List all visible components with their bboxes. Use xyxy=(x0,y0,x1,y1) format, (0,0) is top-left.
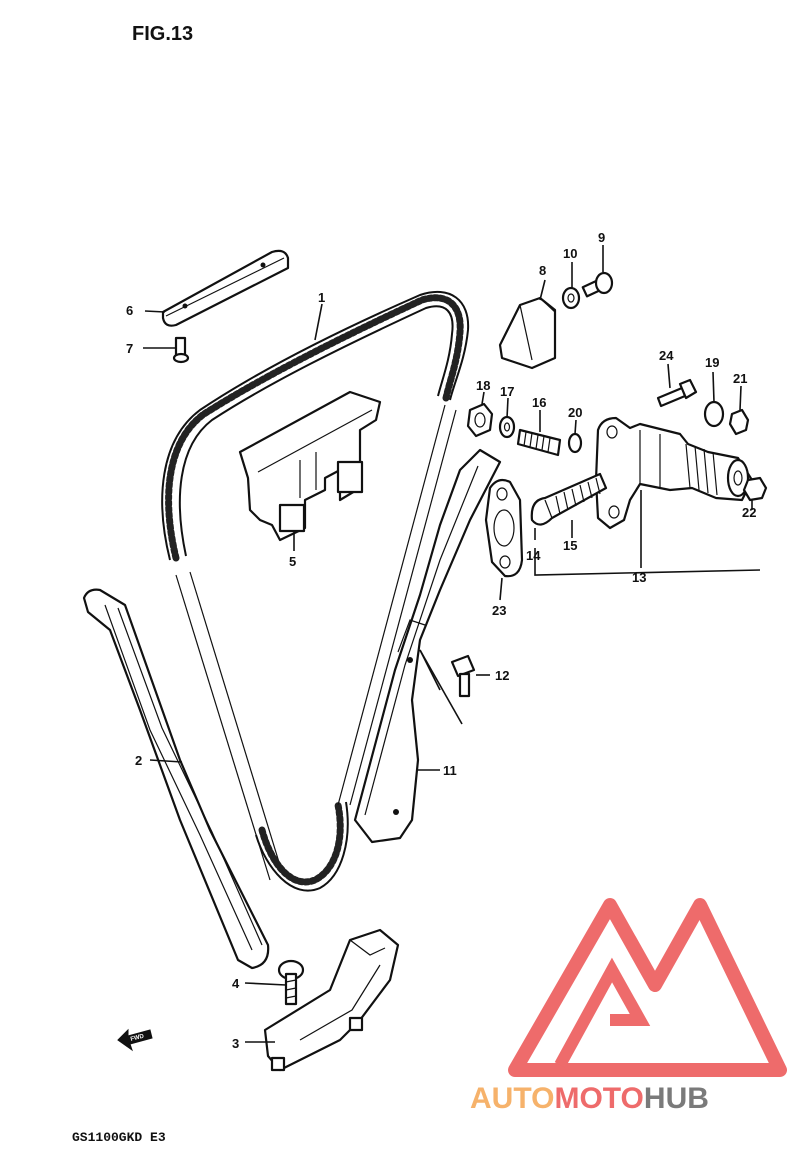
callout-10: 10 xyxy=(563,246,577,261)
callout-6: 6 xyxy=(126,303,133,318)
callout-7: 7 xyxy=(126,341,133,356)
part-3-lower-bracket xyxy=(263,928,400,1072)
callout-17: 17 xyxy=(500,384,514,399)
part-9-bolt xyxy=(581,271,614,298)
part-18-nut xyxy=(466,402,494,438)
part-6-upper-guide xyxy=(161,249,290,327)
callout-8: 8 xyxy=(539,263,546,278)
figure-title: FIG.13 xyxy=(132,23,193,45)
watermark-text: AUTOMOTOHUB xyxy=(470,1082,709,1115)
callout-16: 16 xyxy=(532,395,546,410)
callout-13: 13 xyxy=(632,570,646,585)
callout-20: 20 xyxy=(568,405,582,420)
part-13-tensioner-body xyxy=(594,416,754,530)
callout-12: 12 xyxy=(495,668,509,683)
part-12-bolt xyxy=(450,654,476,698)
watermark-part-hub: HUB xyxy=(644,1082,709,1115)
callout-2: 2 xyxy=(135,753,142,768)
leader-lines xyxy=(143,245,761,1043)
part-10-washer xyxy=(561,286,581,310)
part-7-bolt xyxy=(172,336,190,364)
forward-arrow-icon: FWD xyxy=(117,1028,153,1052)
callout-4: 4 xyxy=(232,976,240,991)
callout-23: 23 xyxy=(492,603,506,618)
watermark-part-auto: AUTO xyxy=(470,1082,554,1115)
callout-22: 22 xyxy=(742,505,756,520)
part-22-nut xyxy=(742,476,768,502)
callout-21: 21 xyxy=(733,371,747,386)
part-8-damper xyxy=(498,296,557,370)
part-1-cam-chain xyxy=(161,290,470,892)
callout-3: 3 xyxy=(232,1036,239,1051)
part-21-nut xyxy=(728,408,750,436)
watermark-triangle-icon xyxy=(508,898,787,1077)
model-code: GS1100GKD E3 xyxy=(72,1130,166,1145)
part-17-washer xyxy=(498,415,516,439)
part-23-gasket xyxy=(484,478,524,578)
callout-15: 15 xyxy=(563,538,577,553)
callout-labels: 1 2 3 4 5 6 7 8 9 10 11 12 13 14 15 16 1… xyxy=(126,230,756,1051)
callout-18: 18 xyxy=(476,378,490,393)
callout-9: 9 xyxy=(598,230,605,245)
part-20-ring xyxy=(567,432,583,454)
watermark-logo xyxy=(508,898,787,1077)
callout-24: 24 xyxy=(659,348,674,363)
part-16-spring xyxy=(516,428,562,457)
watermark-g-icon xyxy=(554,957,651,1068)
callout-14: 14 xyxy=(526,548,541,563)
part-4-bolt xyxy=(277,959,305,1006)
callout-19: 19 xyxy=(705,355,719,370)
part-19-oring xyxy=(703,400,725,428)
part-14-15-pushrod-spring xyxy=(530,472,608,526)
callout-11: 11 xyxy=(443,763,457,778)
watermark-part-moto: MOTO xyxy=(554,1082,643,1115)
forward-arrow-label: FWD xyxy=(130,1033,145,1043)
part-24-bolt xyxy=(656,378,698,408)
callout-1: 1 xyxy=(318,290,325,305)
callout-5: 5 xyxy=(289,554,296,569)
part-11-rear-guide xyxy=(353,448,502,844)
part-2-front-guide xyxy=(82,588,270,970)
part-5-center-guide xyxy=(238,390,382,542)
